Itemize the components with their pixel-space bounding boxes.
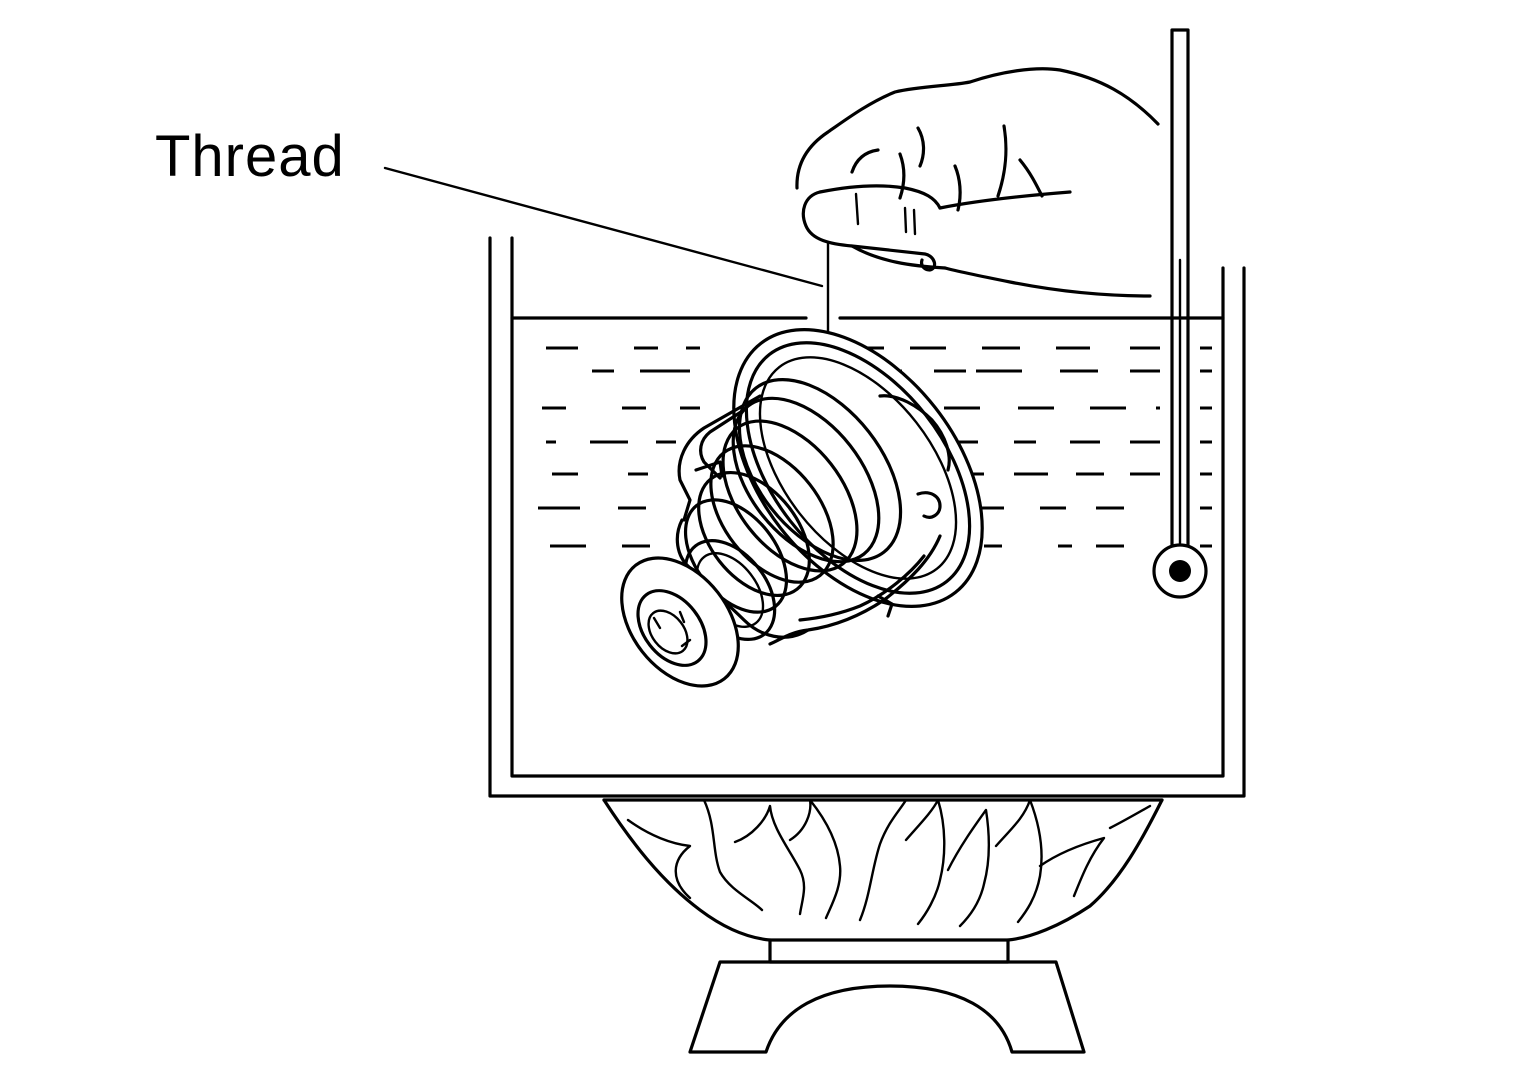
burner-flame-icon — [602, 798, 1164, 942]
hand-icon — [795, 67, 1160, 298]
thermometer-icon — [1152, 28, 1208, 599]
burner-stand-icon — [688, 938, 1086, 1054]
thread-leader-line — [383, 166, 824, 288]
thread-label: Thread — [155, 124, 345, 189]
thermostat-icon — [620, 328, 984, 688]
water-ripples — [538, 346, 1212, 548]
water-container — [488, 236, 1246, 798]
